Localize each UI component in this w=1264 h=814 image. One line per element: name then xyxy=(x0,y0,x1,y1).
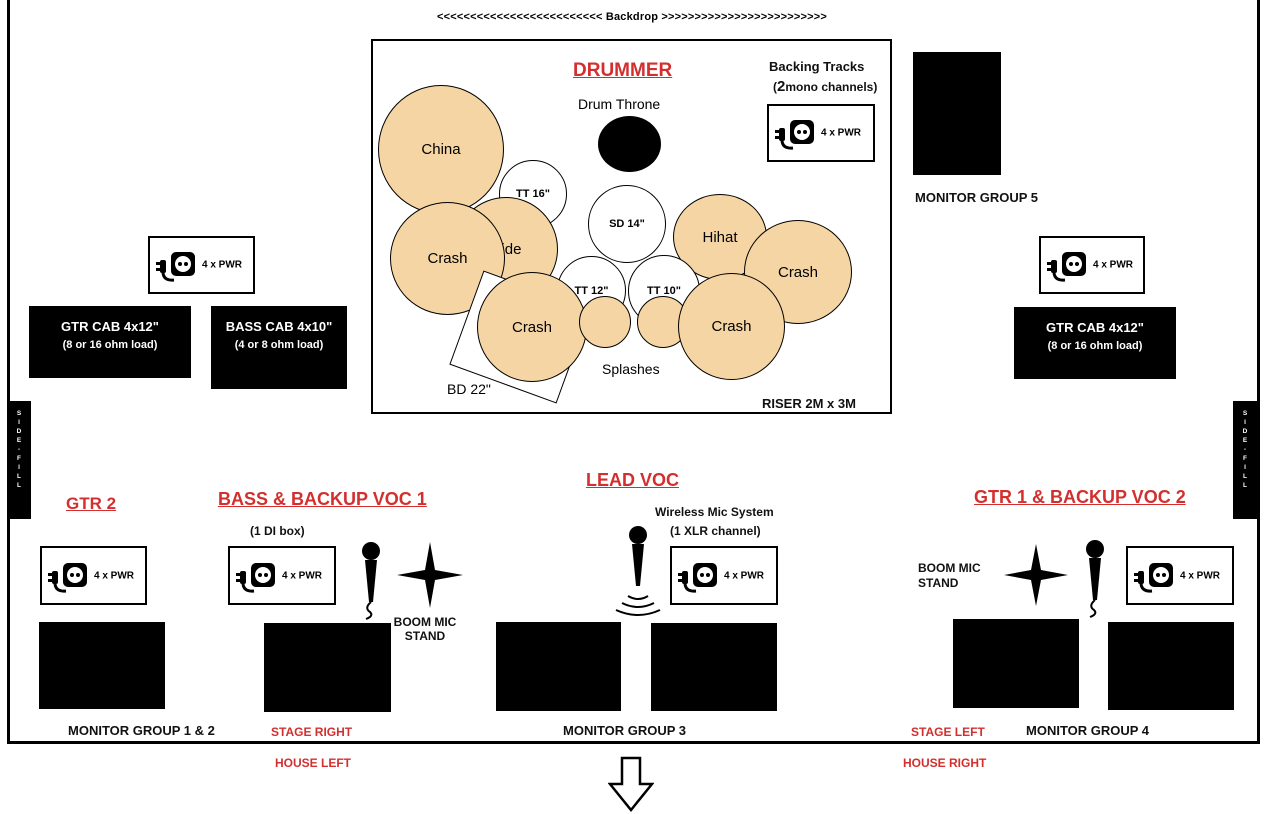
house-right-label: HOUSE RIGHT xyxy=(903,756,987,770)
lead-voc-title: LEAD VOC xyxy=(586,470,680,490)
power-label: 4 x PWR xyxy=(1093,259,1134,271)
drummer-title: DRUMMER xyxy=(573,60,673,81)
monitor-group-1-2-label: MONITOR GROUP 1 & 2 xyxy=(68,723,215,738)
microphone-icon xyxy=(1086,540,1104,618)
gtr-cab-right-title: GTR CAB 4x12" xyxy=(1046,320,1144,335)
boom-stand-label-left: BOOM MIC STAND xyxy=(393,615,457,643)
monitor-group-3-right xyxy=(651,623,777,711)
monitor-group-4-label: MONITOR GROUP 4 xyxy=(1026,723,1150,738)
power-gtr2: 4 x PWR xyxy=(40,546,147,605)
backing-tracks-sub: (2mono channels) xyxy=(773,78,878,95)
power-outlet-icon xyxy=(1047,252,1086,282)
power-label: 4 x PWR xyxy=(821,127,862,139)
power-backing: 4 x PWR xyxy=(767,104,875,162)
bass-cab: BASS CAB 4x10" (4 or 8 ohm load) xyxy=(211,306,347,389)
gtr-cab-right-sub: (8 or 16 ohm load) xyxy=(1047,340,1143,352)
gtr2-title: GTR 2 xyxy=(66,494,117,513)
power-outlet-icon xyxy=(236,562,275,593)
monitor-group-3-left xyxy=(496,622,621,711)
crash-cymbal-bottom-right: Crash xyxy=(678,273,785,380)
crash-cymbal-bottom-left: Crash xyxy=(477,272,587,382)
power-label: 4 x PWR xyxy=(1180,570,1221,581)
power-label: 4 x PWR xyxy=(94,570,135,581)
microphone-icon xyxy=(362,542,380,620)
down-arrow-icon xyxy=(608,756,654,812)
di-box-label: (1 DI box) xyxy=(250,524,305,538)
monitor-group-5 xyxy=(913,52,1001,175)
china-cymbal: China xyxy=(378,85,504,214)
boom-stand-icon xyxy=(397,542,463,608)
bass-cab-sub: (4 or 8 ohm load) xyxy=(234,339,324,351)
wireless-mic-icon xyxy=(615,526,661,616)
drum-riser xyxy=(371,39,892,414)
snare-drum: SD 14" xyxy=(588,185,666,263)
bass-cab-title: BASS CAB 4x10" xyxy=(225,319,333,334)
power-gtr1: 4 x PWR xyxy=(1126,546,1234,605)
gtr-cab-right: GTR CAB 4x12" (8 or 16 ohm load) xyxy=(1014,307,1176,379)
gtr-cab-left: GTR CAB 4x12" (8 or 16 ohm load) xyxy=(29,306,191,378)
splashes-label: Splashes xyxy=(602,361,660,377)
power-outlet-icon xyxy=(775,120,814,150)
power-outlet-icon xyxy=(156,252,195,282)
wireless-title: Wireless Mic System xyxy=(655,505,774,519)
backing-tracks-title: Backing Tracks xyxy=(769,59,865,74)
bass-title: BASS & BACKUP VOC 1 xyxy=(218,489,427,509)
stage-left-label: STAGE LEFT xyxy=(911,725,985,739)
stage-outline xyxy=(7,0,1260,744)
power-label: 4 x PWR xyxy=(202,259,243,271)
backdrop-label: <<<<<<<<<<<<<<<<<<<<<<<<< Backdrop >>>>>… xyxy=(436,11,828,23)
power-bass: 4 x PWR xyxy=(228,546,336,605)
gtr-cab-left-title: GTR CAB 4x12" xyxy=(61,319,159,334)
power-left-cabs: 4 x PWR xyxy=(148,236,255,294)
power-outlet-icon xyxy=(48,562,87,593)
power-lead: 4 x PWR xyxy=(670,546,778,605)
gtr1-title: GTR 1 & BACKUP VOC 2 xyxy=(974,487,1186,507)
boom-stand-label-right: BOOM MIC STAND xyxy=(918,561,981,590)
stage-right-label: STAGE RIGHT xyxy=(271,725,353,739)
wireless-sub: (1 XLR channel) xyxy=(670,524,761,538)
drum-throne-label: Drum Throne xyxy=(578,96,661,112)
power-right-cab: 4 x PWR xyxy=(1039,236,1145,294)
monitor-group-1-2 xyxy=(39,622,165,709)
power-outlet-icon xyxy=(1134,562,1173,593)
power-outlet-icon xyxy=(678,562,717,593)
drum-throne xyxy=(598,116,661,172)
house-left-label: HOUSE LEFT xyxy=(275,756,352,770)
monitor-group-5-label: MONITOR GROUP 5 xyxy=(915,190,1039,205)
power-label: 4 x PWR xyxy=(724,570,765,581)
riser-label: RISER 2M x 3M xyxy=(762,396,856,411)
monitor-bass xyxy=(264,623,391,712)
gtr-cab-left-sub: (8 or 16 ohm load) xyxy=(62,339,158,351)
power-label: 4 x PWR xyxy=(282,570,323,581)
bass-drum-label: BD 22" xyxy=(447,381,491,397)
monitor-group-4-left xyxy=(953,619,1079,708)
splash-cymbal-1 xyxy=(579,296,631,348)
boom-stand-icon xyxy=(1004,544,1068,606)
monitor-group-3-label: MONITOR GROUP 3 xyxy=(563,723,687,738)
monitor-group-4-right xyxy=(1108,622,1234,710)
